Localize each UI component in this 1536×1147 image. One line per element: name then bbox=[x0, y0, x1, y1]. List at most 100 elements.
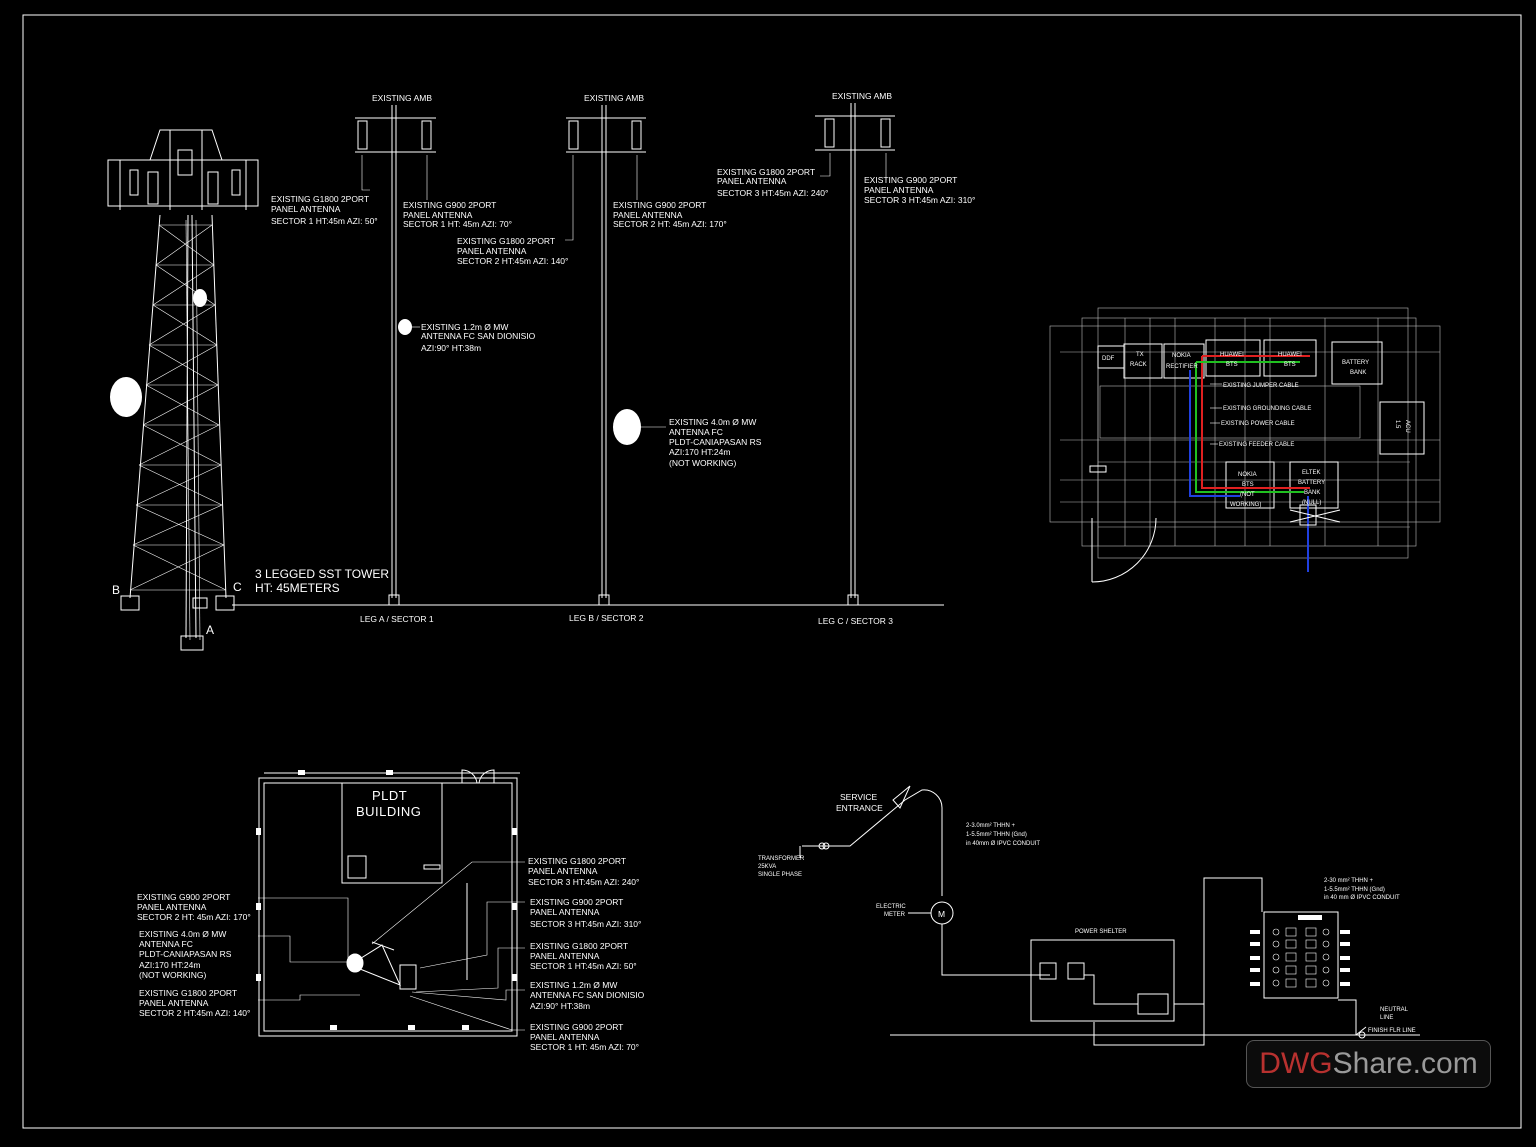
transformer-label: SINGLE PHASE bbox=[758, 872, 802, 878]
nokia-bts-label: BTS bbox=[1242, 482, 1254, 488]
transformer-label: 25KVA bbox=[758, 864, 776, 870]
wire-spec-label: 1-5.5mm² THHN (Gnd) bbox=[1324, 887, 1385, 893]
antenna-label: EXISTING G1800 2PORT bbox=[530, 941, 628, 951]
antenna-label: PANEL ANTENNA bbox=[528, 866, 598, 876]
mw-label: (NOT WORKING) bbox=[669, 458, 737, 468]
tower-elevation: B C A 3 LEGGED SST TOWER HT: 45METERS bbox=[107, 129, 944, 651]
battery-label: BANK bbox=[1350, 370, 1366, 376]
antenna-label: PANEL ANTENNA bbox=[717, 176, 787, 186]
leg-a-pole: EXISTING AMB EXISTING G1800 2PORT PANEL … bbox=[271, 93, 536, 624]
antenna-label: EXISTING G1800 2PORT bbox=[717, 167, 815, 177]
antenna-label: PANEL ANTENNA bbox=[403, 210, 473, 220]
antenna-label: PANEL ANTENNA bbox=[457, 246, 527, 256]
antenna-label: PANEL ANTENNA bbox=[864, 185, 934, 195]
antenna-label: SECTOR 3 HT:45m AZI: 240° bbox=[717, 188, 828, 198]
nokia-bts-label: (NOT bbox=[1240, 492, 1255, 498]
antenna-label: SECTOR 3 HT:45m AZI: 310° bbox=[864, 195, 975, 205]
mw-label: (NOT WORKING) bbox=[139, 970, 207, 980]
wire-spec-label: 1-5.5mm² THHN (Gnd) bbox=[966, 832, 1027, 838]
mw-dish-icon bbox=[398, 319, 412, 335]
bts-label: BTS bbox=[1226, 362, 1238, 368]
mw-dish-icon bbox=[613, 409, 641, 445]
mw-label: EXISTING 1.2m Ø MW bbox=[530, 980, 617, 990]
rectifier-label: RECTIFIER bbox=[1166, 364, 1198, 370]
amb-label: EXISTING AMB bbox=[832, 91, 892, 101]
mw-label: PLDT-CANIAPASAN RS bbox=[669, 437, 762, 447]
feeder-cable-label: EXISTING FEEDER CABLE bbox=[1219, 442, 1294, 448]
mw-label: EXISTING 1.2m Ø MW bbox=[421, 322, 508, 332]
antenna-label: PANEL ANTENNA bbox=[530, 1032, 600, 1042]
antenna-label: SECTOR 2 HT:45m AZI: 140° bbox=[139, 1008, 250, 1018]
tx-rack-label: TX bbox=[1136, 352, 1144, 358]
electrical-diagram: SERVICE ENTRANCE TRANSFORMER 25KVA SINGL… bbox=[758, 785, 1420, 1046]
meter-label: ELECTRIC bbox=[876, 904, 906, 910]
eltek-label: ELTEK bbox=[1302, 470, 1321, 476]
antenna-label: PANEL ANTENNA bbox=[137, 902, 207, 912]
antenna-label: PANEL ANTENNA bbox=[139, 998, 209, 1008]
mw-dish-icon bbox=[110, 377, 142, 417]
mw-label: AZI:90° HT:38m bbox=[421, 343, 481, 353]
leg-label: LEG A / SECTOR 1 bbox=[360, 614, 434, 624]
mw-label: ANTENNA FC bbox=[669, 427, 723, 437]
tower-leg-a-label: A bbox=[206, 623, 214, 637]
amb-label: EXISTING AMB bbox=[372, 93, 432, 103]
watermark-part2: Share.com bbox=[1332, 1047, 1478, 1080]
neutral-line-label: NEUTRAL bbox=[1380, 1007, 1409, 1013]
tower-title: 3 LEGGED SST TOWER bbox=[255, 567, 389, 581]
mw-label: EXISTING 4.0m Ø MW bbox=[669, 417, 756, 427]
antenna-label: SECTOR 2 HT:45m AZI: 140° bbox=[457, 256, 568, 266]
tower-leg-c-label: C bbox=[233, 580, 242, 594]
antenna-label: SECTOR 1 HT:45m AZI: 50° bbox=[530, 961, 637, 971]
tx-rack-label: RACK bbox=[1130, 362, 1147, 368]
mw-label: PLDT-CANIAPASAN RS bbox=[139, 949, 232, 959]
antenna-label: EXISTING G900 2PORT bbox=[864, 175, 957, 185]
antenna-label: EXISTING G1800 2PORT bbox=[271, 194, 369, 204]
site-plan-right-labels: EXISTING G1800 2PORT PANEL ANTENNA SECTO… bbox=[528, 856, 645, 1052]
service-entrance-label: ENTRANCE bbox=[836, 803, 883, 813]
antenna-label: EXISTING G900 2PORT bbox=[530, 1022, 623, 1032]
building-label: PLDT bbox=[372, 788, 407, 803]
antenna-label: EXISTING G900 2PORT bbox=[403, 200, 496, 210]
power-cable-label: EXISTING POWER CABLE bbox=[1221, 421, 1295, 427]
wire-spec-label: in 40mm Ø IPVC CONDUIT bbox=[966, 841, 1040, 847]
tower-footprint-icon bbox=[346, 941, 417, 990]
antenna-label: SECTOR 1 HT:45m AZI: 50° bbox=[271, 216, 378, 226]
antenna-label: EXISTING G1800 2PORT bbox=[457, 236, 555, 246]
antenna-label: SECTOR 3 HT:45m AZI: 240° bbox=[528, 877, 639, 887]
eltek-label: (NULL) bbox=[1302, 500, 1321, 506]
shelter-plan: DDF TX RACK NOKIA RECTIFIER HUAWEI BTS H… bbox=[1049, 307, 1441, 583]
antenna-label: SECTOR 1 HT: 45m AZI: 70° bbox=[403, 219, 512, 229]
rectifier-label: NOKIA bbox=[1172, 353, 1191, 359]
antenna-label: SECTOR 2 HT: 45m AZI: 170° bbox=[137, 912, 251, 922]
service-entrance-label: SERVICE bbox=[840, 792, 877, 802]
grounding-cable-label: EXISTING GROUNDING CABLE bbox=[1223, 406, 1311, 412]
drawing-border bbox=[22, 14, 1522, 1129]
wire-spec-label: 2-30 mm² THHN + bbox=[1324, 878, 1374, 884]
nokia-bts-label: WORKING) bbox=[1230, 502, 1261, 508]
watermark-part1: DWG bbox=[1259, 1047, 1333, 1080]
antenna-label: EXISTING G1800 2PORT bbox=[528, 856, 626, 866]
antenna-label: PANEL ANTENNA bbox=[613, 210, 683, 220]
antenna-label: PANEL ANTENNA bbox=[271, 204, 341, 214]
antenna-label: EXISTING G1800 2PORT bbox=[139, 988, 237, 998]
leg-c-pole: EXISTING AMB EXISTING G1800 2PORT PANEL … bbox=[717, 91, 975, 626]
mw-label: ANTENNA FC bbox=[139, 939, 193, 949]
power-shelter-label: POWER SHELTER bbox=[1075, 929, 1127, 935]
bts-label: HUAWEI bbox=[1220, 352, 1244, 358]
bts-label: BTS bbox=[1284, 362, 1296, 368]
antenna-label: PANEL ANTENNA bbox=[530, 951, 600, 961]
building-label: BUILDING bbox=[356, 804, 421, 819]
wire-spec-label: 2-3.0mm² THHN + bbox=[966, 823, 1016, 829]
tower-leg-b-label: B bbox=[112, 583, 120, 597]
mw-label: ANTENNA FC SAN DIONISIO bbox=[530, 990, 645, 1000]
acu-label: 1.5 bbox=[1394, 420, 1400, 429]
leg-b-pole: EXISTING AMB EXISTING G1800 2PORT PANEL … bbox=[457, 93, 762, 623]
mw-label: AZI:170 HT:24m bbox=[139, 960, 200, 970]
bts-label: HUAWEI bbox=[1278, 352, 1302, 358]
eltek-label: BATTERY bbox=[1298, 480, 1325, 486]
mw-label: AZI:170 HT:24m bbox=[669, 447, 730, 457]
antenna-label: SECTOR 2 HT: 45m AZI: 170° bbox=[613, 219, 727, 229]
finish-floor-label: FINISH FLR LINE bbox=[1368, 1028, 1416, 1034]
